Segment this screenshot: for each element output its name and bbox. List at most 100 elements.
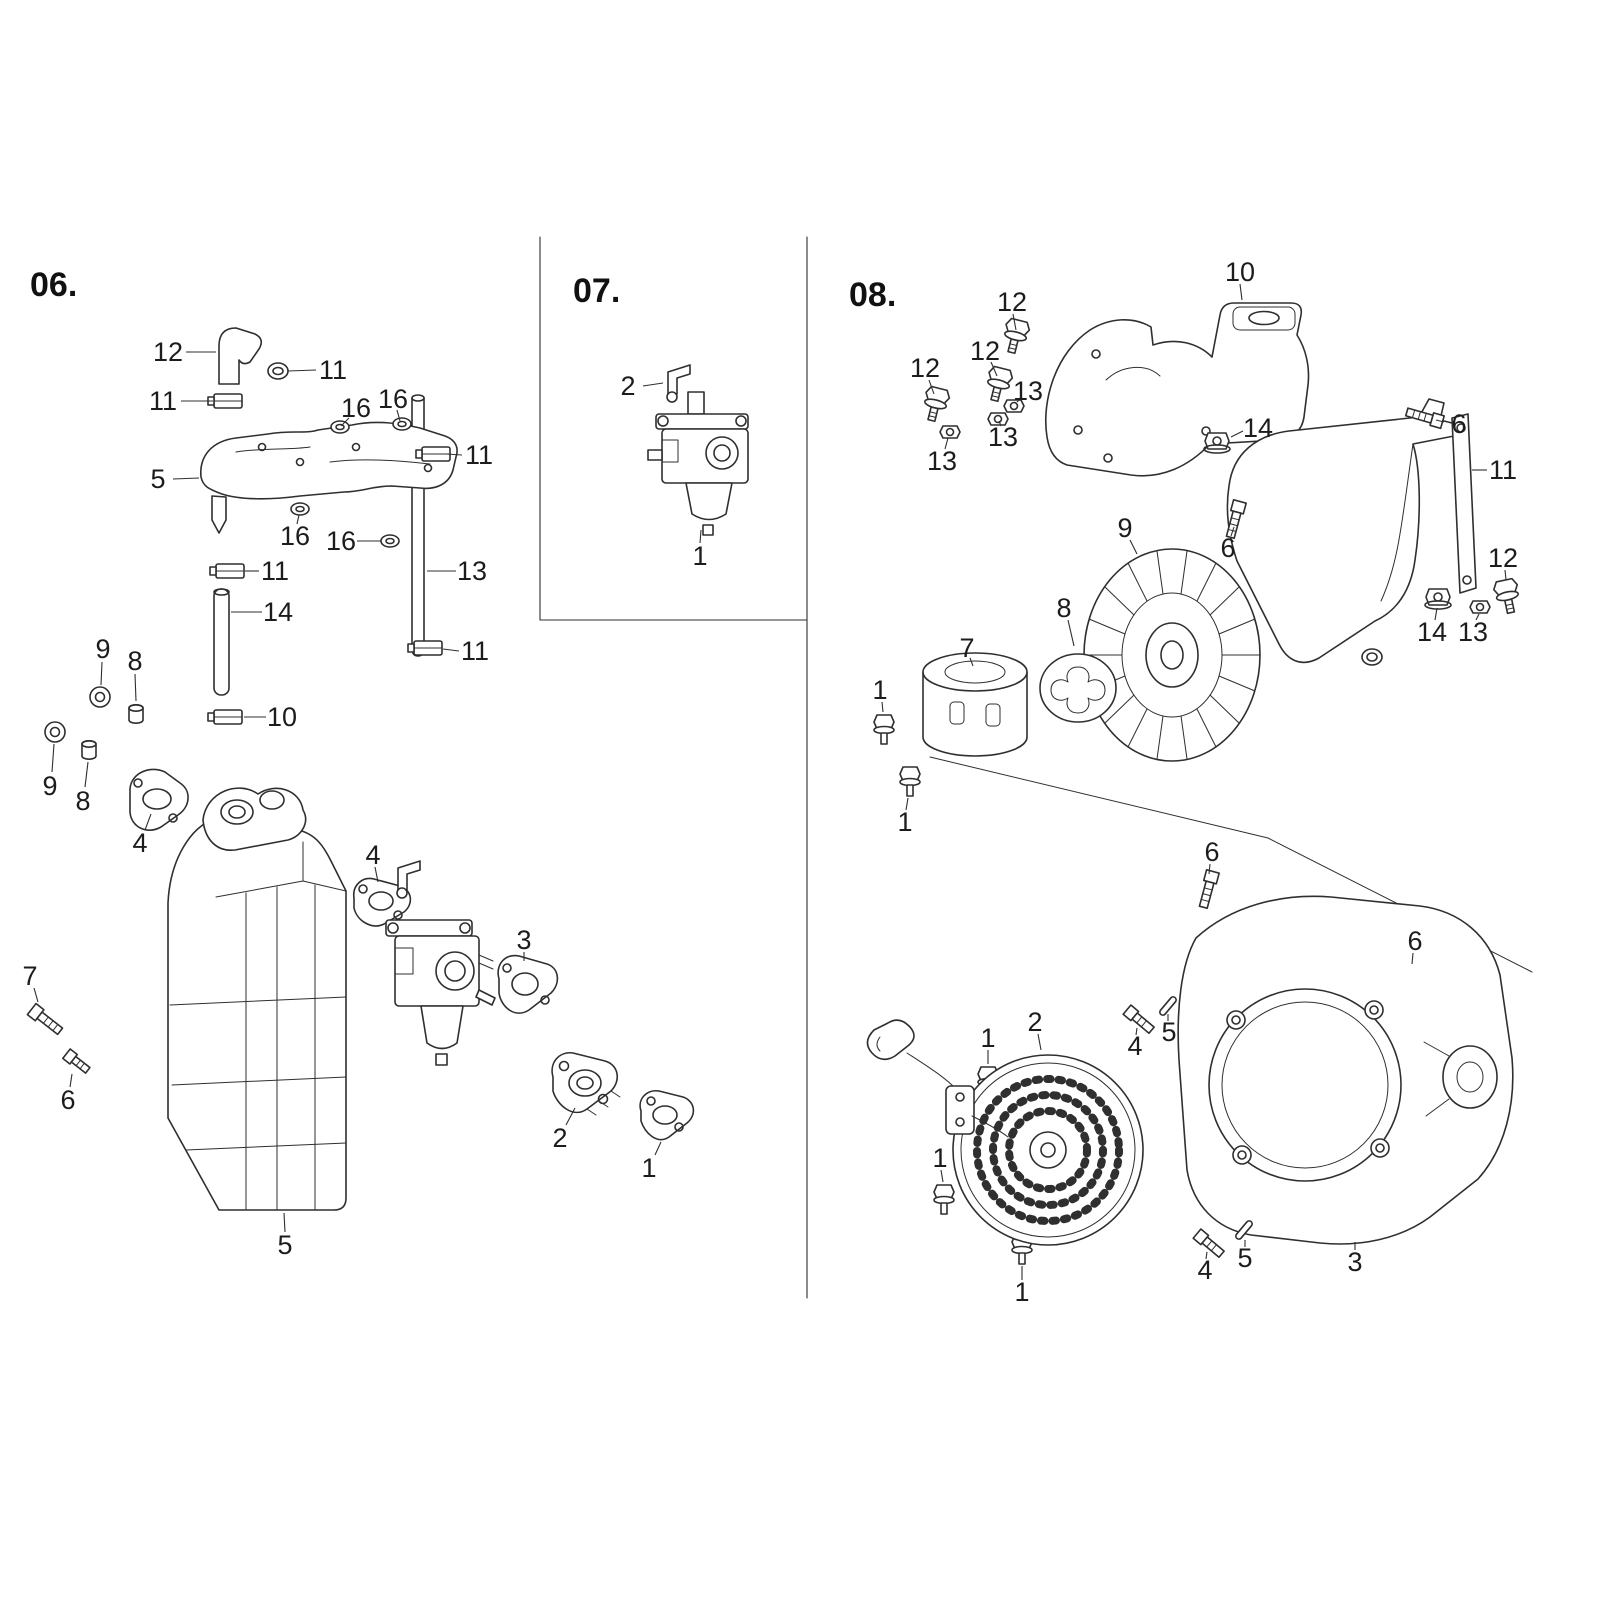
callout-06-9: 9 xyxy=(95,634,110,664)
bolt-drawing xyxy=(1122,1004,1225,1259)
callout-06-6: 6 xyxy=(60,1085,75,1115)
section-07-label: 07. xyxy=(573,272,621,310)
leader-line xyxy=(1435,419,1445,423)
leader-line xyxy=(100,661,103,686)
leader-line xyxy=(1504,569,1507,581)
fuel-hose-drawing xyxy=(213,588,230,696)
callout-06-1: 1 xyxy=(641,1153,656,1183)
callout-06-8: 8 xyxy=(127,646,142,676)
leader-line xyxy=(940,1169,944,1183)
air-cleaner-case-drawing xyxy=(167,787,347,1211)
starter-pulley-drawing xyxy=(1039,653,1117,723)
grommet-drawing xyxy=(290,417,412,548)
leader-line xyxy=(998,420,1002,427)
callout-06-4: 4 xyxy=(132,828,147,858)
callout-08-5: 5 xyxy=(1237,1243,1252,1273)
callout-06-9: 9 xyxy=(42,771,57,801)
gasket-drawing xyxy=(352,877,412,927)
callout-08-1: 1 xyxy=(1014,1277,1029,1307)
gasket-drawing xyxy=(129,768,189,831)
leader-line xyxy=(969,657,974,667)
bushing-drawing xyxy=(81,703,144,760)
callout-08-1: 1 xyxy=(872,675,887,705)
callout-06-10: 10 xyxy=(267,702,297,732)
callout-08-13: 13 xyxy=(1013,376,1043,406)
leader-line xyxy=(134,673,137,702)
leader-line xyxy=(565,1107,576,1126)
leader-line xyxy=(1135,1027,1138,1036)
leader-line xyxy=(296,514,300,525)
callout-08-9: 9 xyxy=(1117,513,1132,543)
callout-08-7: 7 xyxy=(959,633,974,663)
insulator-drawing xyxy=(551,1052,621,1116)
leader-line xyxy=(340,417,350,427)
leader-line xyxy=(69,1073,73,1088)
carburetor-drawing xyxy=(385,860,496,1066)
callout-07-2: 2 xyxy=(620,371,635,401)
callout-06-11: 11 xyxy=(149,386,177,416)
leader-line xyxy=(1230,526,1235,537)
leader-line xyxy=(654,1141,662,1156)
bolt-drawing xyxy=(26,1002,91,1074)
leader-line xyxy=(33,987,39,1003)
recoil-starter-drawing xyxy=(952,1054,1144,1246)
callout-08-12: 12 xyxy=(970,336,1000,366)
leader-line xyxy=(1129,539,1138,555)
gasket-drawing xyxy=(639,1089,695,1141)
callout-08-8: 8 xyxy=(1056,593,1071,623)
callout-08-6: 6 xyxy=(1220,533,1235,563)
callout-06-4: 4 xyxy=(365,840,380,870)
callout-08-4: 4 xyxy=(1197,1255,1212,1285)
leader-line xyxy=(287,369,317,372)
leader-line xyxy=(442,648,460,652)
leader-line xyxy=(944,437,949,450)
callout-06-5: 5 xyxy=(277,1230,292,1260)
leader-line xyxy=(1067,619,1075,647)
callout-08-5: 5 xyxy=(1161,1017,1176,1047)
leader-line xyxy=(1016,396,1023,403)
callout-06-14: 14 xyxy=(263,597,293,627)
flange-nut-drawing xyxy=(939,399,1491,614)
leader-line xyxy=(1475,613,1480,621)
flywheel-drawing xyxy=(1083,548,1261,762)
callout-06-16: 16 xyxy=(378,384,408,414)
callout-08-6: 6 xyxy=(1451,409,1466,439)
carburetor-drawing xyxy=(647,364,749,536)
callout-07-1: 1 xyxy=(692,541,707,571)
leader-line xyxy=(396,409,401,422)
nut-drawing xyxy=(1203,432,1452,610)
washer-drawing xyxy=(44,686,111,743)
blower-housing-drawing xyxy=(1177,895,1514,1245)
callout-08-3: 3 xyxy=(1347,1247,1362,1277)
callout-08-2: 2 xyxy=(1027,1007,1042,1037)
callout-08-10: 10 xyxy=(1225,257,1255,287)
callout-06-3: 3 xyxy=(516,925,531,955)
starter-cup-drawing xyxy=(922,652,1028,757)
section-06-label: 06. xyxy=(30,266,78,304)
callout-08-6: 6 xyxy=(1204,837,1219,867)
leader-line xyxy=(1230,430,1244,438)
callout-08-6: 6 xyxy=(1407,926,1422,956)
section-dividers xyxy=(539,236,808,1299)
callout-08-11: 11 xyxy=(1489,455,1517,485)
leader-line xyxy=(1239,283,1243,301)
leader-line xyxy=(51,743,55,773)
callout-08-13: 13 xyxy=(1458,617,1488,647)
leader-line xyxy=(1411,952,1414,965)
leader-line xyxy=(374,866,379,883)
callout-06-11: 11 xyxy=(465,440,493,470)
breather-tube-drawing xyxy=(218,327,263,385)
stud-drawing xyxy=(1159,996,1253,1240)
callout-08-12: 12 xyxy=(1488,543,1518,573)
leader-line xyxy=(1205,1251,1208,1260)
callout-08-12: 12 xyxy=(997,287,1027,317)
leader-line xyxy=(445,453,463,456)
leader-line xyxy=(881,701,884,713)
leader-line xyxy=(172,477,200,480)
leader-line xyxy=(1037,1033,1042,1051)
callout-08-13: 13 xyxy=(988,422,1018,452)
callout-06-12: 12 xyxy=(153,337,183,367)
callout-08-1: 1 xyxy=(980,1023,995,1053)
callout-06-5: 5 xyxy=(150,464,165,494)
